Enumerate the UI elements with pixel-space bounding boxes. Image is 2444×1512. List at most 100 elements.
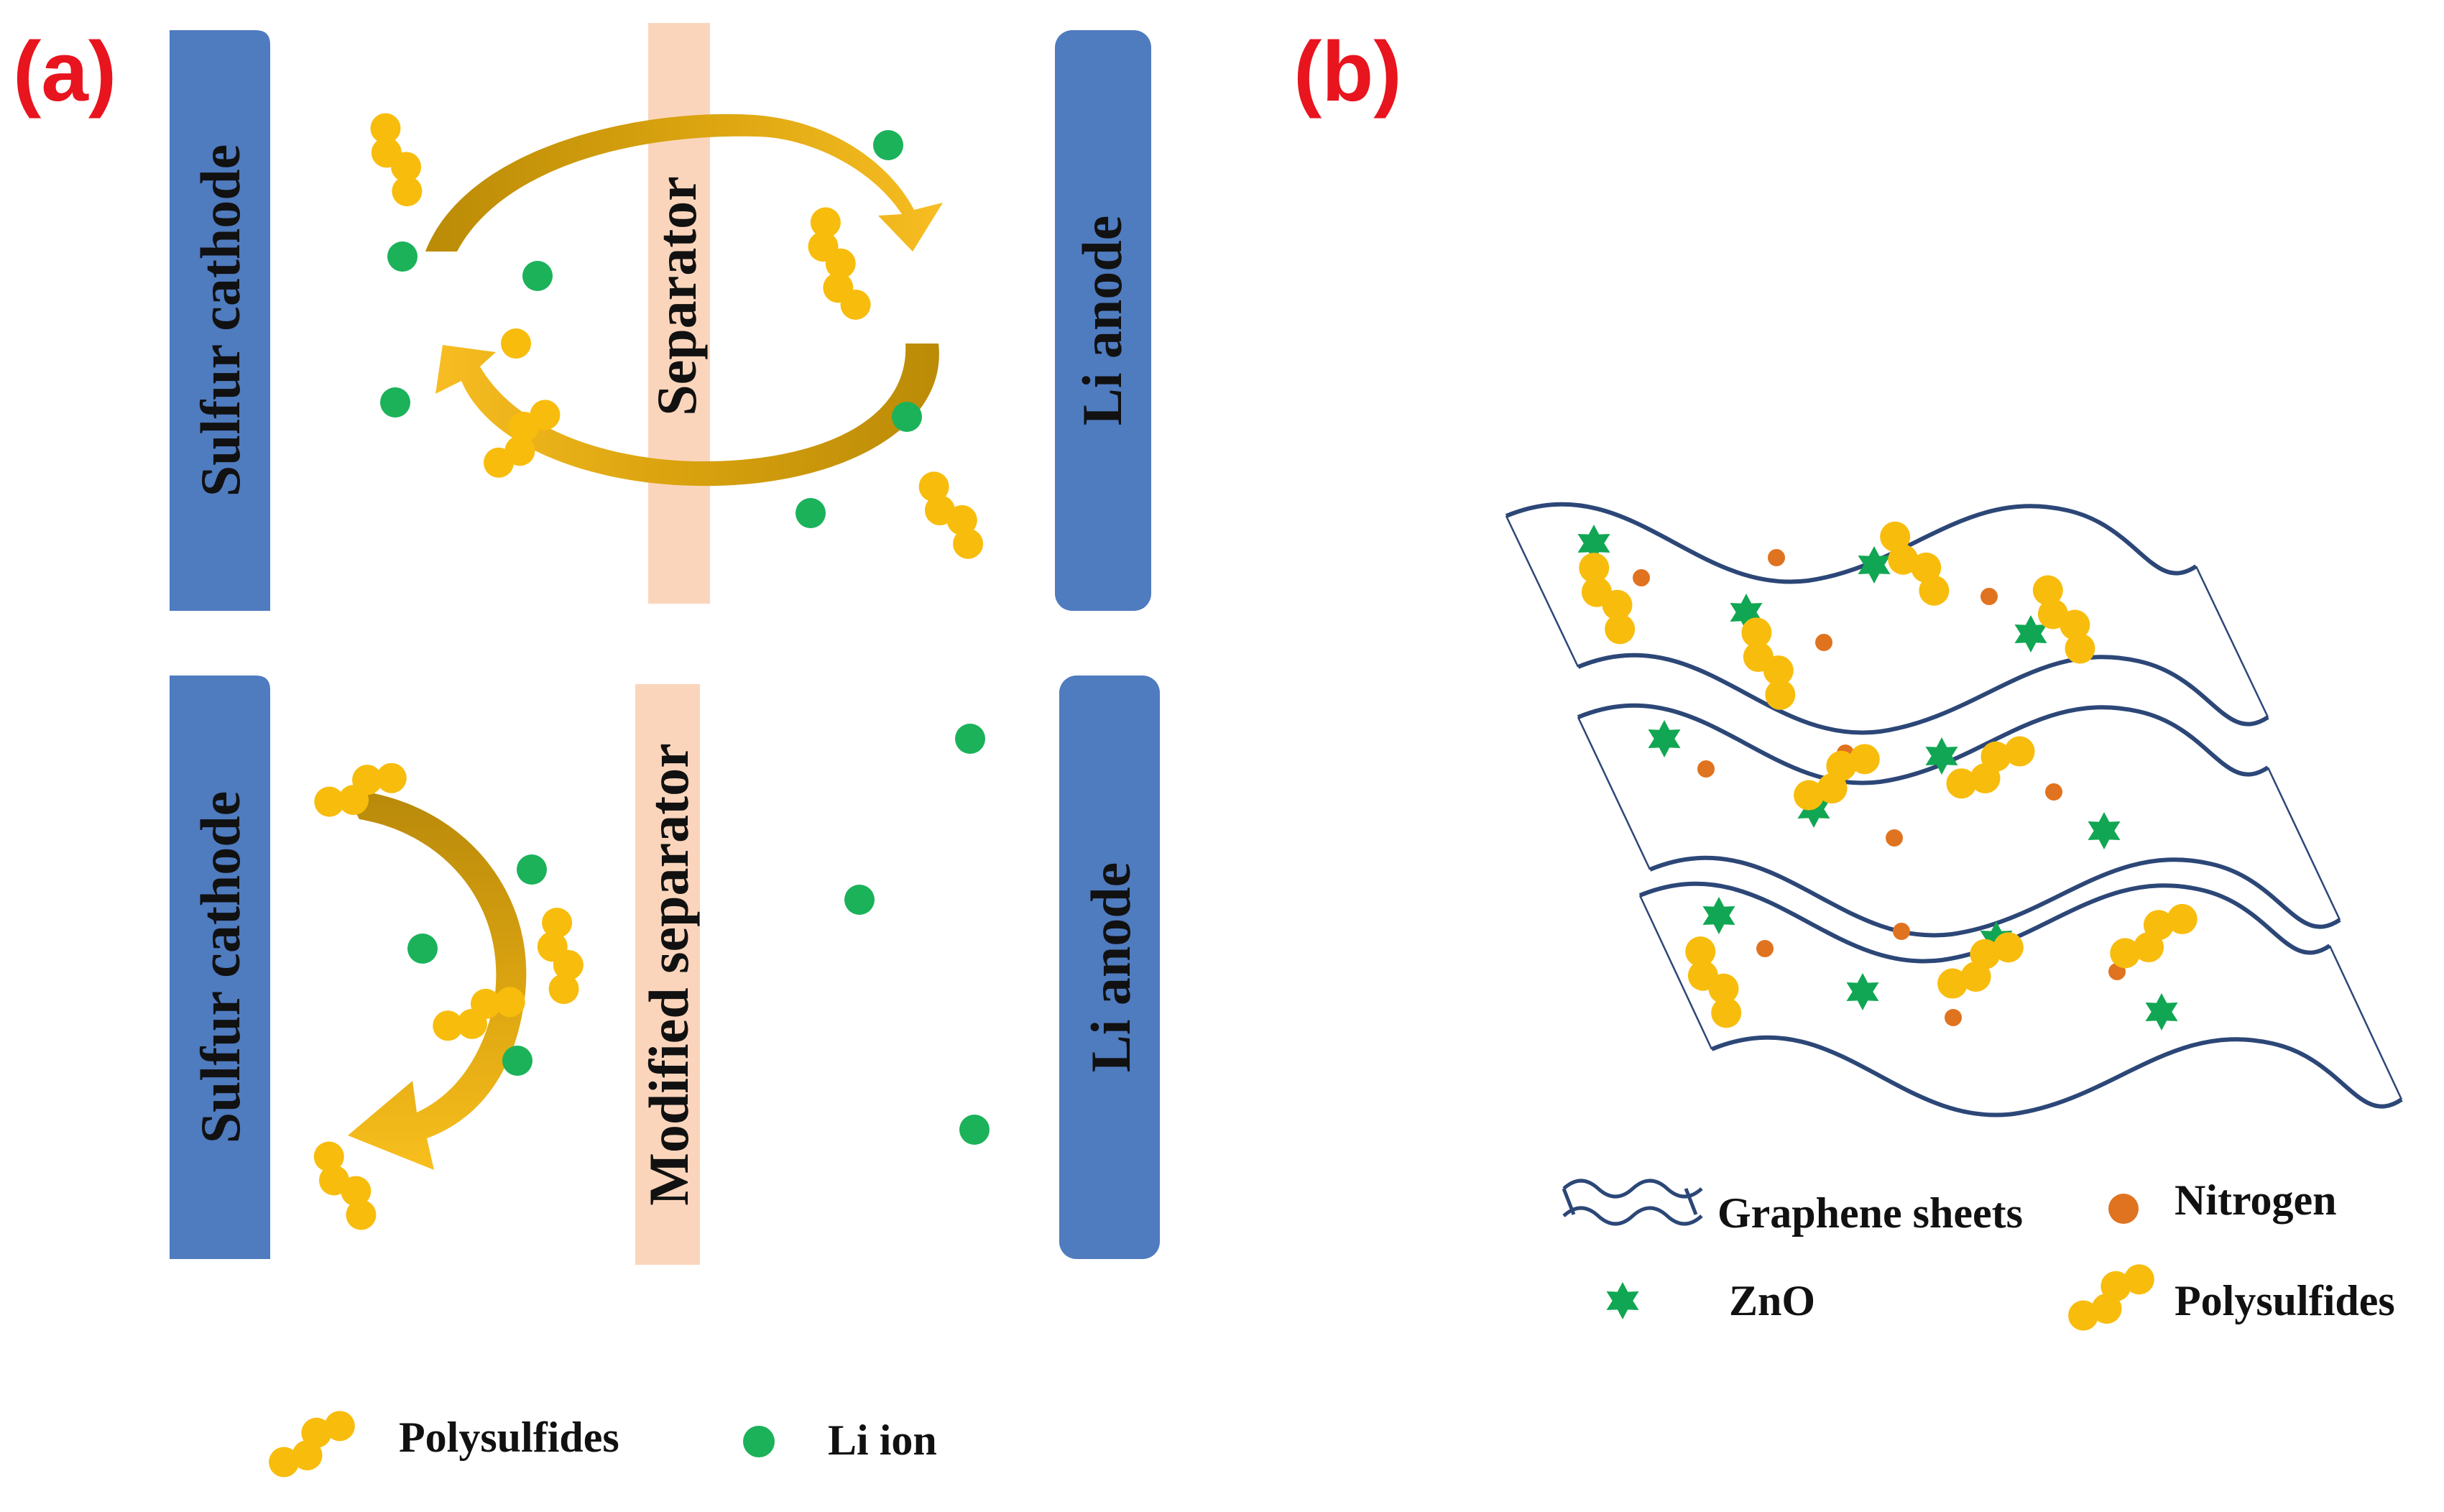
- polysulfide-bead: [1919, 575, 1950, 606]
- polysulfide-bead: [946, 504, 977, 535]
- zno-particle: [1925, 737, 1958, 775]
- nitrogen-dopant: [1980, 588, 1998, 605]
- nitrogen-dopant: [1768, 549, 1785, 566]
- li-ion: [380, 387, 410, 418]
- zno-particle: [2014, 615, 2047, 653]
- legend-li-ion-icon: [743, 1426, 775, 1457]
- panel-a-particles: [313, 113, 990, 1230]
- panel-b-label: (b): [1294, 24, 1402, 119]
- bottom-cell: Sulfur cathode Modified separator Li ano…: [170, 676, 1160, 1265]
- li-ion: [892, 402, 922, 432]
- polysulfide-bead: [501, 328, 531, 359]
- polysulfide-bead: [2068, 1300, 2099, 1331]
- polysulfide-chain: [1741, 617, 1796, 710]
- graphene-sheet-top-edge: [1505, 502, 2198, 584]
- top-sulfur-cathode: [170, 30, 270, 611]
- graphene-sheet-side: [1577, 716, 1651, 870]
- panel-b-legend: Graphene sheets Nitrogen ZnO Polysulfide…: [1562, 1176, 2395, 1331]
- polysulfide-bead: [548, 974, 579, 1005]
- legend-li-ion-label: Li ion: [828, 1416, 937, 1464]
- polysulfide-bead: [341, 1176, 372, 1207]
- polysulfide-bead: [2110, 938, 2141, 969]
- polysulfide-bead: [1794, 780, 1825, 811]
- zno-particle: [2145, 993, 2178, 1031]
- polysulfide-bead: [2065, 633, 2095, 664]
- nitrogen-dopant: [1815, 634, 1832, 651]
- polysulfide-chain: [537, 908, 584, 1005]
- legend-graphene-label: Graphene sheets: [1717, 1189, 2023, 1237]
- top-separator-label: Separator: [645, 176, 708, 416]
- polysulfide-chain: [433, 987, 525, 1041]
- polysulfide-bead: [504, 435, 535, 466]
- polysulfide-bead: [456, 1008, 487, 1039]
- bottom-anode: [1059, 676, 1160, 1259]
- polysulfide-bead: [840, 289, 871, 320]
- li-ion: [873, 130, 903, 160]
- li-ion: [522, 261, 553, 291]
- li-ion: [844, 885, 875, 915]
- polysulfide-bead: [1602, 589, 1633, 620]
- polysulfide-chain: [1685, 936, 1742, 1028]
- graphene-sheet-side: [1638, 895, 1713, 1050]
- legend-polysulfide-chain: [269, 1411, 355, 1478]
- bottom-arc-arrow: [435, 344, 939, 487]
- legend-nitrogen-icon: [2108, 1194, 2139, 1224]
- polysulfide-chain: [1937, 932, 2024, 999]
- top-cell: Sulfur cathode Li anode Separator: [170, 23, 1151, 611]
- polysulfide-bead: [1711, 997, 1742, 1028]
- rejection-arrow: [343, 789, 527, 1170]
- li-ion: [502, 1046, 532, 1076]
- zno-particle: [2088, 812, 2121, 849]
- polysulfide-bead: [314, 786, 345, 817]
- polysulfide-bead: [1849, 744, 1880, 775]
- polysulfide-bead: [1937, 968, 1968, 999]
- panel-a-legend: Polysulfides Li ion: [269, 1411, 937, 1478]
- polysulfide-bead: [553, 949, 584, 980]
- legend-zno-label: ZnO: [1729, 1277, 1815, 1324]
- li-ion: [955, 724, 985, 754]
- polysulfide-bead: [1765, 679, 1796, 710]
- polysulfide-chain: [1794, 744, 1880, 811]
- polysulfide-chain: [313, 1141, 377, 1230]
- graphene-sheet-side: [2328, 945, 2403, 1100]
- graphene-sheet-bottom-edge: [1577, 653, 2269, 735]
- polysulfide-bead: [2123, 1264, 2154, 1295]
- polysulfide-bead: [370, 113, 401, 144]
- bottom-anode-label: Li anode: [1079, 862, 1142, 1073]
- polysulfide-bead: [1826, 750, 1857, 781]
- graphene-sheet-bottom-edge: [1648, 855, 2341, 938]
- polysulfide-chain: [483, 400, 561, 478]
- zno-particle: [1648, 720, 1681, 757]
- legend-polysulfides-label-b: Polysulfides: [2175, 1277, 2395, 1324]
- panel-b-particles: [1577, 521, 2198, 1031]
- polysulfide-bead: [1708, 973, 1739, 1004]
- zno-particle: [1702, 897, 1735, 934]
- graphene-sheet-side: [1505, 515, 1580, 668]
- legend-polysulfide-icon-b: [2068, 1264, 2154, 1331]
- polysulfide-bead: [1911, 552, 1942, 583]
- polysulfide-bead: [953, 528, 984, 559]
- bottom-sulfur-cathode: [170, 676, 270, 1259]
- top-anode: [1055, 30, 1151, 611]
- polysulfide-bead: [392, 176, 423, 207]
- top-anode-label: Li anode: [1071, 216, 1133, 426]
- polysulfide-bead: [542, 908, 573, 939]
- polysulfide-chain: [1880, 521, 1950, 606]
- polysulfide-chain: [2032, 575, 2095, 664]
- modified-separator-label: Modified separator: [637, 743, 700, 1205]
- polysulfide-bead: [1888, 544, 1919, 575]
- polysulfide-chain: [370, 113, 423, 207]
- polysulfide-bead: [918, 471, 949, 502]
- polysulfide-bead: [1993, 932, 2024, 963]
- polysulfide-bead: [1685, 936, 1716, 967]
- nitrogen-dopant: [1697, 760, 1715, 778]
- nitrogen-dopant: [1633, 569, 1650, 586]
- li-ion: [796, 498, 826, 528]
- polysulfide-bead: [269, 1447, 300, 1478]
- bottom-cathode-label: Sulfur cathode: [189, 791, 252, 1143]
- top-arc-arrow: [425, 114, 943, 252]
- polysulfide-bead: [1579, 553, 1610, 584]
- legend-zno-icon: [1606, 1282, 1639, 1319]
